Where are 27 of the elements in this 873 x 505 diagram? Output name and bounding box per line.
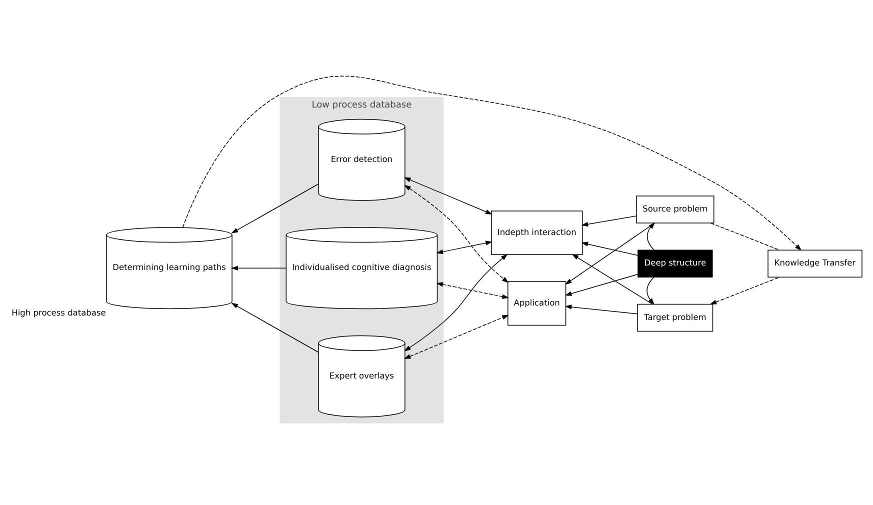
arrow <box>564 274 638 296</box>
arrow <box>231 184 319 234</box>
arrow <box>646 222 655 250</box>
arrow <box>182 76 802 251</box>
connector <box>710 222 780 250</box>
arrow <box>565 222 655 285</box>
arrow <box>581 242 638 256</box>
arrow <box>231 266 286 270</box>
node-box: Indepth interaction <box>491 210 583 255</box>
node-box: Application <box>508 281 566 326</box>
arrow <box>436 240 492 254</box>
arrow <box>581 216 637 227</box>
arrow <box>404 177 492 214</box>
node-box: Knowledge Transfer <box>768 250 862 278</box>
arrow <box>572 254 653 305</box>
arrow <box>646 276 655 305</box>
arrow <box>710 276 780 304</box>
node-label: High process database <box>12 307 106 318</box>
arrow <box>404 314 509 359</box>
arrow <box>404 254 508 352</box>
node-box: Target problem <box>637 304 714 332</box>
arrow <box>564 304 638 314</box>
arrow <box>436 282 509 299</box>
arrow <box>404 184 509 284</box>
node-box: Deep structure <box>638 250 713 278</box>
arrow <box>231 302 319 353</box>
node-box: Source problem <box>636 196 714 224</box>
